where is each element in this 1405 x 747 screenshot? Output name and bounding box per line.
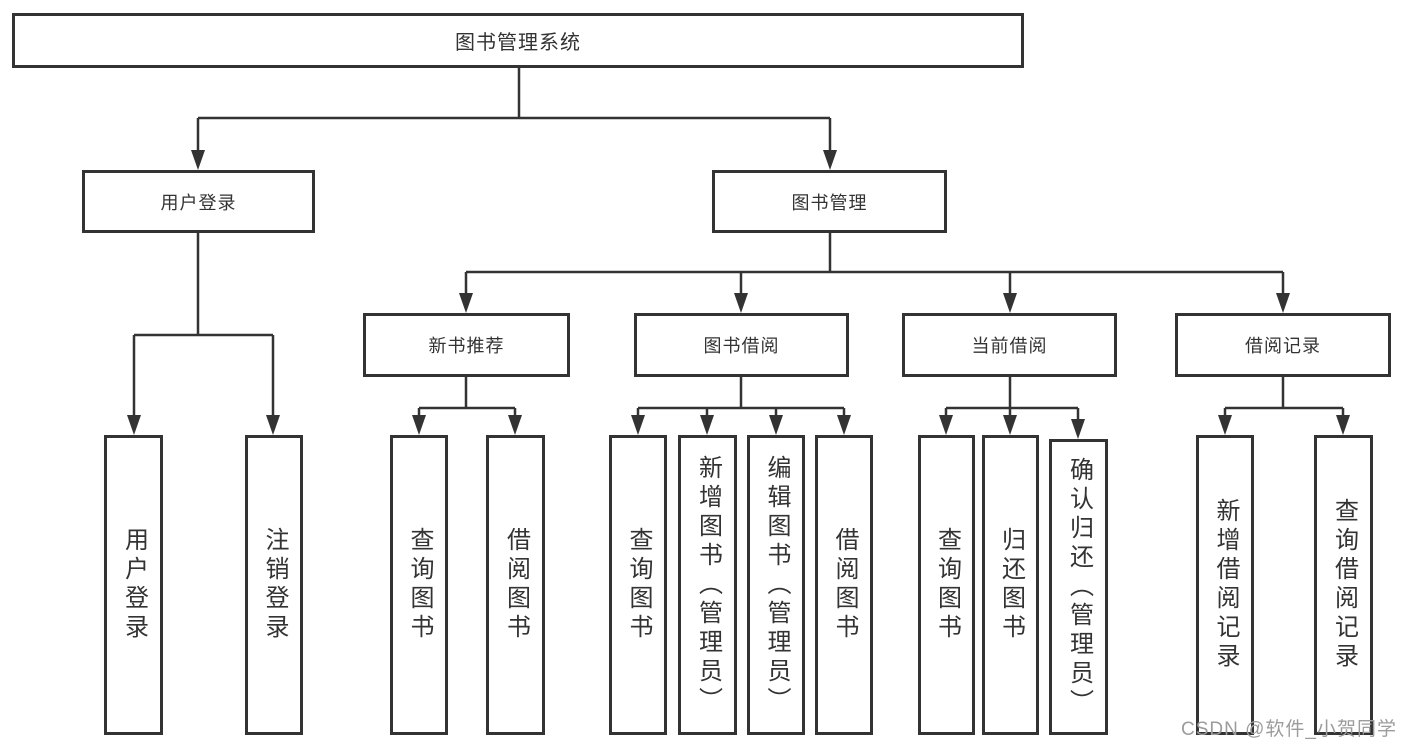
node-user-login: 用户登录 — [82, 170, 315, 233]
node-query-books-recommend: 查询图书 — [390, 435, 448, 735]
arrowheads — [127, 150, 1350, 439]
node-library-management-system: 图书管理系统 — [12, 13, 1024, 68]
node-query-books-current: 查询图书 — [918, 435, 975, 735]
connector-book-mgmt — [464, 233, 1285, 295]
connector-current-borrow — [944, 377, 1080, 421]
node-logout-leaf: 注销登录 — [245, 435, 303, 735]
connector-user-login — [132, 233, 275, 417]
connector-borrow-records — [1223, 377, 1345, 417]
node-user-login-leaf: 用户登录 — [104, 435, 163, 735]
connector-new-book — [417, 377, 517, 417]
node-borrow-books-leaf: 借阅图书 — [815, 435, 873, 735]
node-query-books-borrow: 查询图书 — [609, 435, 667, 735]
node-book-management: 图书管理 — [712, 170, 947, 233]
node-confirm-return-admin: 确认归还（管理员） — [1049, 439, 1108, 735]
node-new-book-recommend: 新书推荐 — [363, 313, 570, 377]
node-book-borrow: 图书借阅 — [634, 313, 849, 377]
node-query-borrow-record: 查询借阅记录 — [1314, 435, 1373, 735]
node-borrow-books-recommend: 借阅图书 — [486, 435, 545, 735]
node-borrow-records: 借阅记录 — [1175, 313, 1391, 377]
connector-book-borrow — [636, 377, 846, 417]
node-add-books-admin: 新增图书（管理员） — [678, 435, 737, 735]
csdn-watermark: CSDN @软件_小贺同学 — [1181, 719, 1397, 740]
node-add-borrow-record: 新增借阅记录 — [1196, 435, 1254, 735]
node-edit-books-admin: 编辑图书（管理员） — [747, 435, 805, 735]
connector-root — [196, 68, 832, 152]
node-current-borrow: 当前借阅 — [902, 313, 1117, 377]
node-return-books: 归还图书 — [982, 435, 1039, 735]
